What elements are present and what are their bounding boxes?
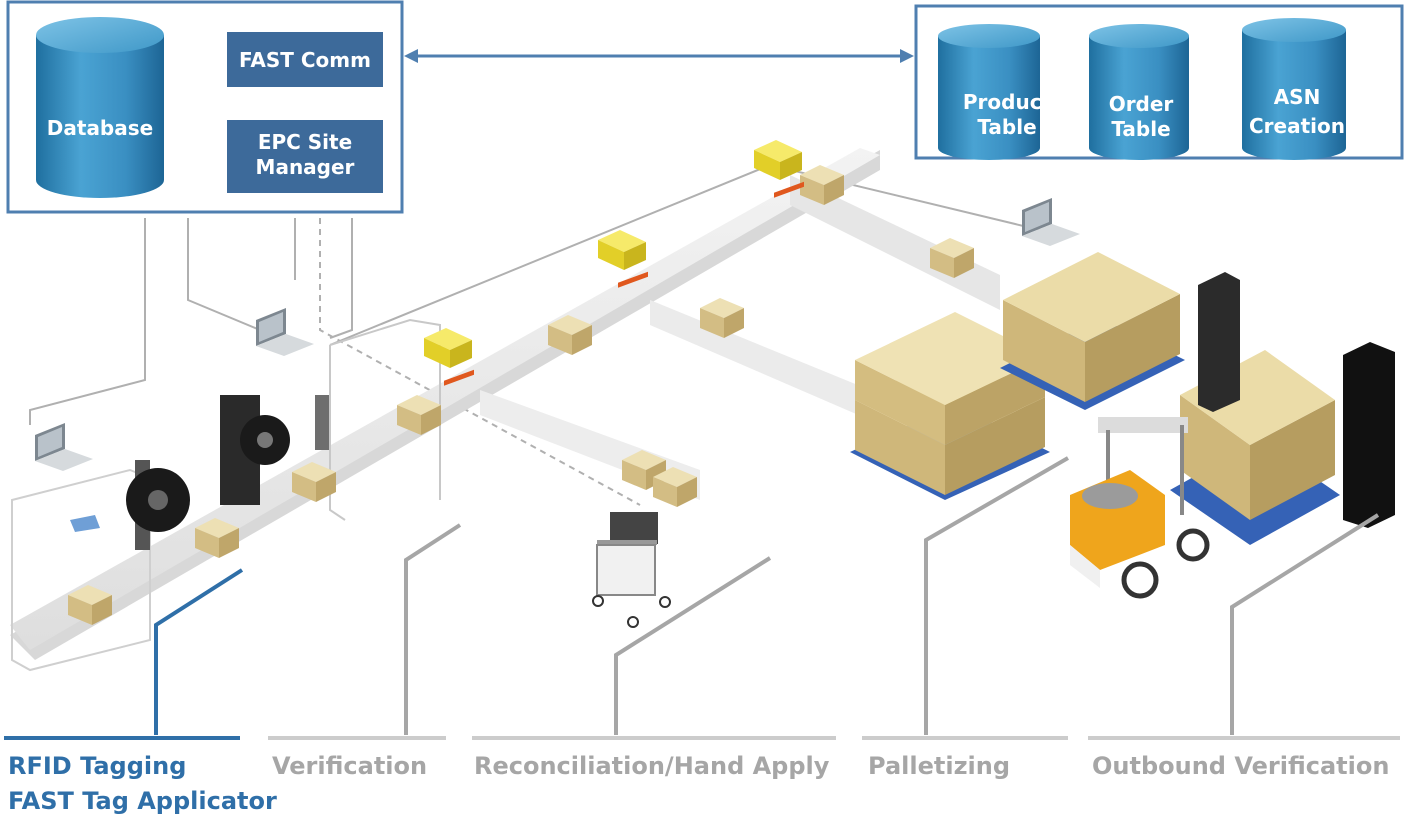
creation-label: Creation: [1249, 114, 1345, 138]
conveyor-branch-middle: [650, 300, 870, 420]
epc-site-manager-module: [227, 120, 383, 193]
asn-label: ASN: [1274, 85, 1321, 109]
forklift: [1070, 417, 1210, 599]
conveyor-branch-top: [790, 175, 1000, 310]
product-table-label: Table: [977, 115, 1036, 139]
applicator-station: [11, 395, 290, 672]
manager-label: Manager: [256, 155, 355, 179]
order-label: Order: [1109, 92, 1174, 116]
leader-lines: [154, 456, 1380, 735]
reconciliation-cart: [592, 512, 671, 628]
order-table-cylinder: [1089, 24, 1189, 160]
sync-arrow: [404, 49, 914, 63]
stage-verification: Verification: [272, 752, 428, 780]
database-cylinder: [36, 17, 164, 198]
product-label: Product: [963, 90, 1052, 114]
outbound-readers: [1198, 272, 1395, 528]
stage-rfid-tagging: RFID Tagging: [8, 752, 187, 780]
fast-comm-label: FAST Comm: [239, 48, 371, 72]
asn-creation-cylinder: [1242, 18, 1346, 160]
fast-comm-module: [227, 32, 383, 87]
product-table-cylinder: [938, 24, 1040, 160]
stage-palletizing: Palletizing: [868, 752, 1011, 780]
epc-site-label: EPC Site: [258, 130, 352, 154]
stage-reconciliation: Reconciliation/Hand Apply: [474, 752, 830, 780]
order-table-label: Table: [1111, 117, 1170, 141]
stage-outbound-verification: Outbound Verification: [1092, 752, 1390, 780]
stage-fast-tag-applicator: FAST Tag Applicator: [8, 787, 277, 815]
pallet-left: [850, 312, 1050, 500]
pallet-right: [1170, 350, 1340, 545]
conveyor-main: [10, 148, 880, 660]
database-label: Database: [47, 116, 153, 140]
pallet-middle: [1000, 252, 1185, 410]
